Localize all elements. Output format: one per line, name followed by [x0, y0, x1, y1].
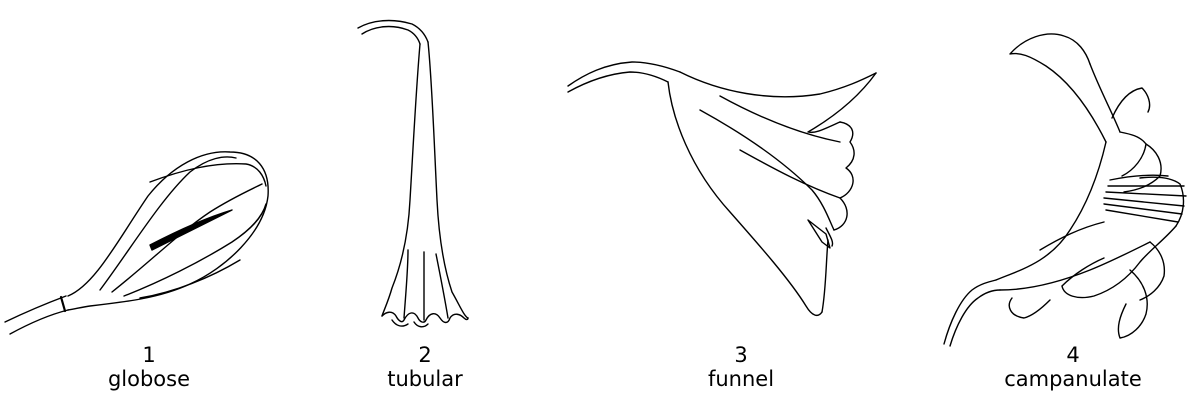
caption-number-2: 2 [335, 343, 515, 367]
caption-number-4: 4 [983, 343, 1163, 367]
campanulate-flower-drawing [944, 34, 1186, 346]
caption-label-2: tubular [335, 367, 515, 391]
caption-number-1: 1 [59, 343, 239, 367]
caption-4: 4 campanulate [983, 343, 1163, 391]
tubular-flower-drawing [358, 21, 468, 327]
caption-number-3: 3 [651, 343, 831, 367]
caption-label-4: campanulate [983, 367, 1163, 391]
caption-label-3: funnel [651, 367, 831, 391]
globose-flower-drawing [5, 152, 268, 334]
funnel-flower-drawing [568, 62, 876, 315]
caption-1: 1 globose [59, 343, 239, 391]
caption-2: 2 tubular [335, 343, 515, 391]
caption-3: 3 funnel [651, 343, 831, 391]
caption-label-1: globose [59, 367, 239, 391]
